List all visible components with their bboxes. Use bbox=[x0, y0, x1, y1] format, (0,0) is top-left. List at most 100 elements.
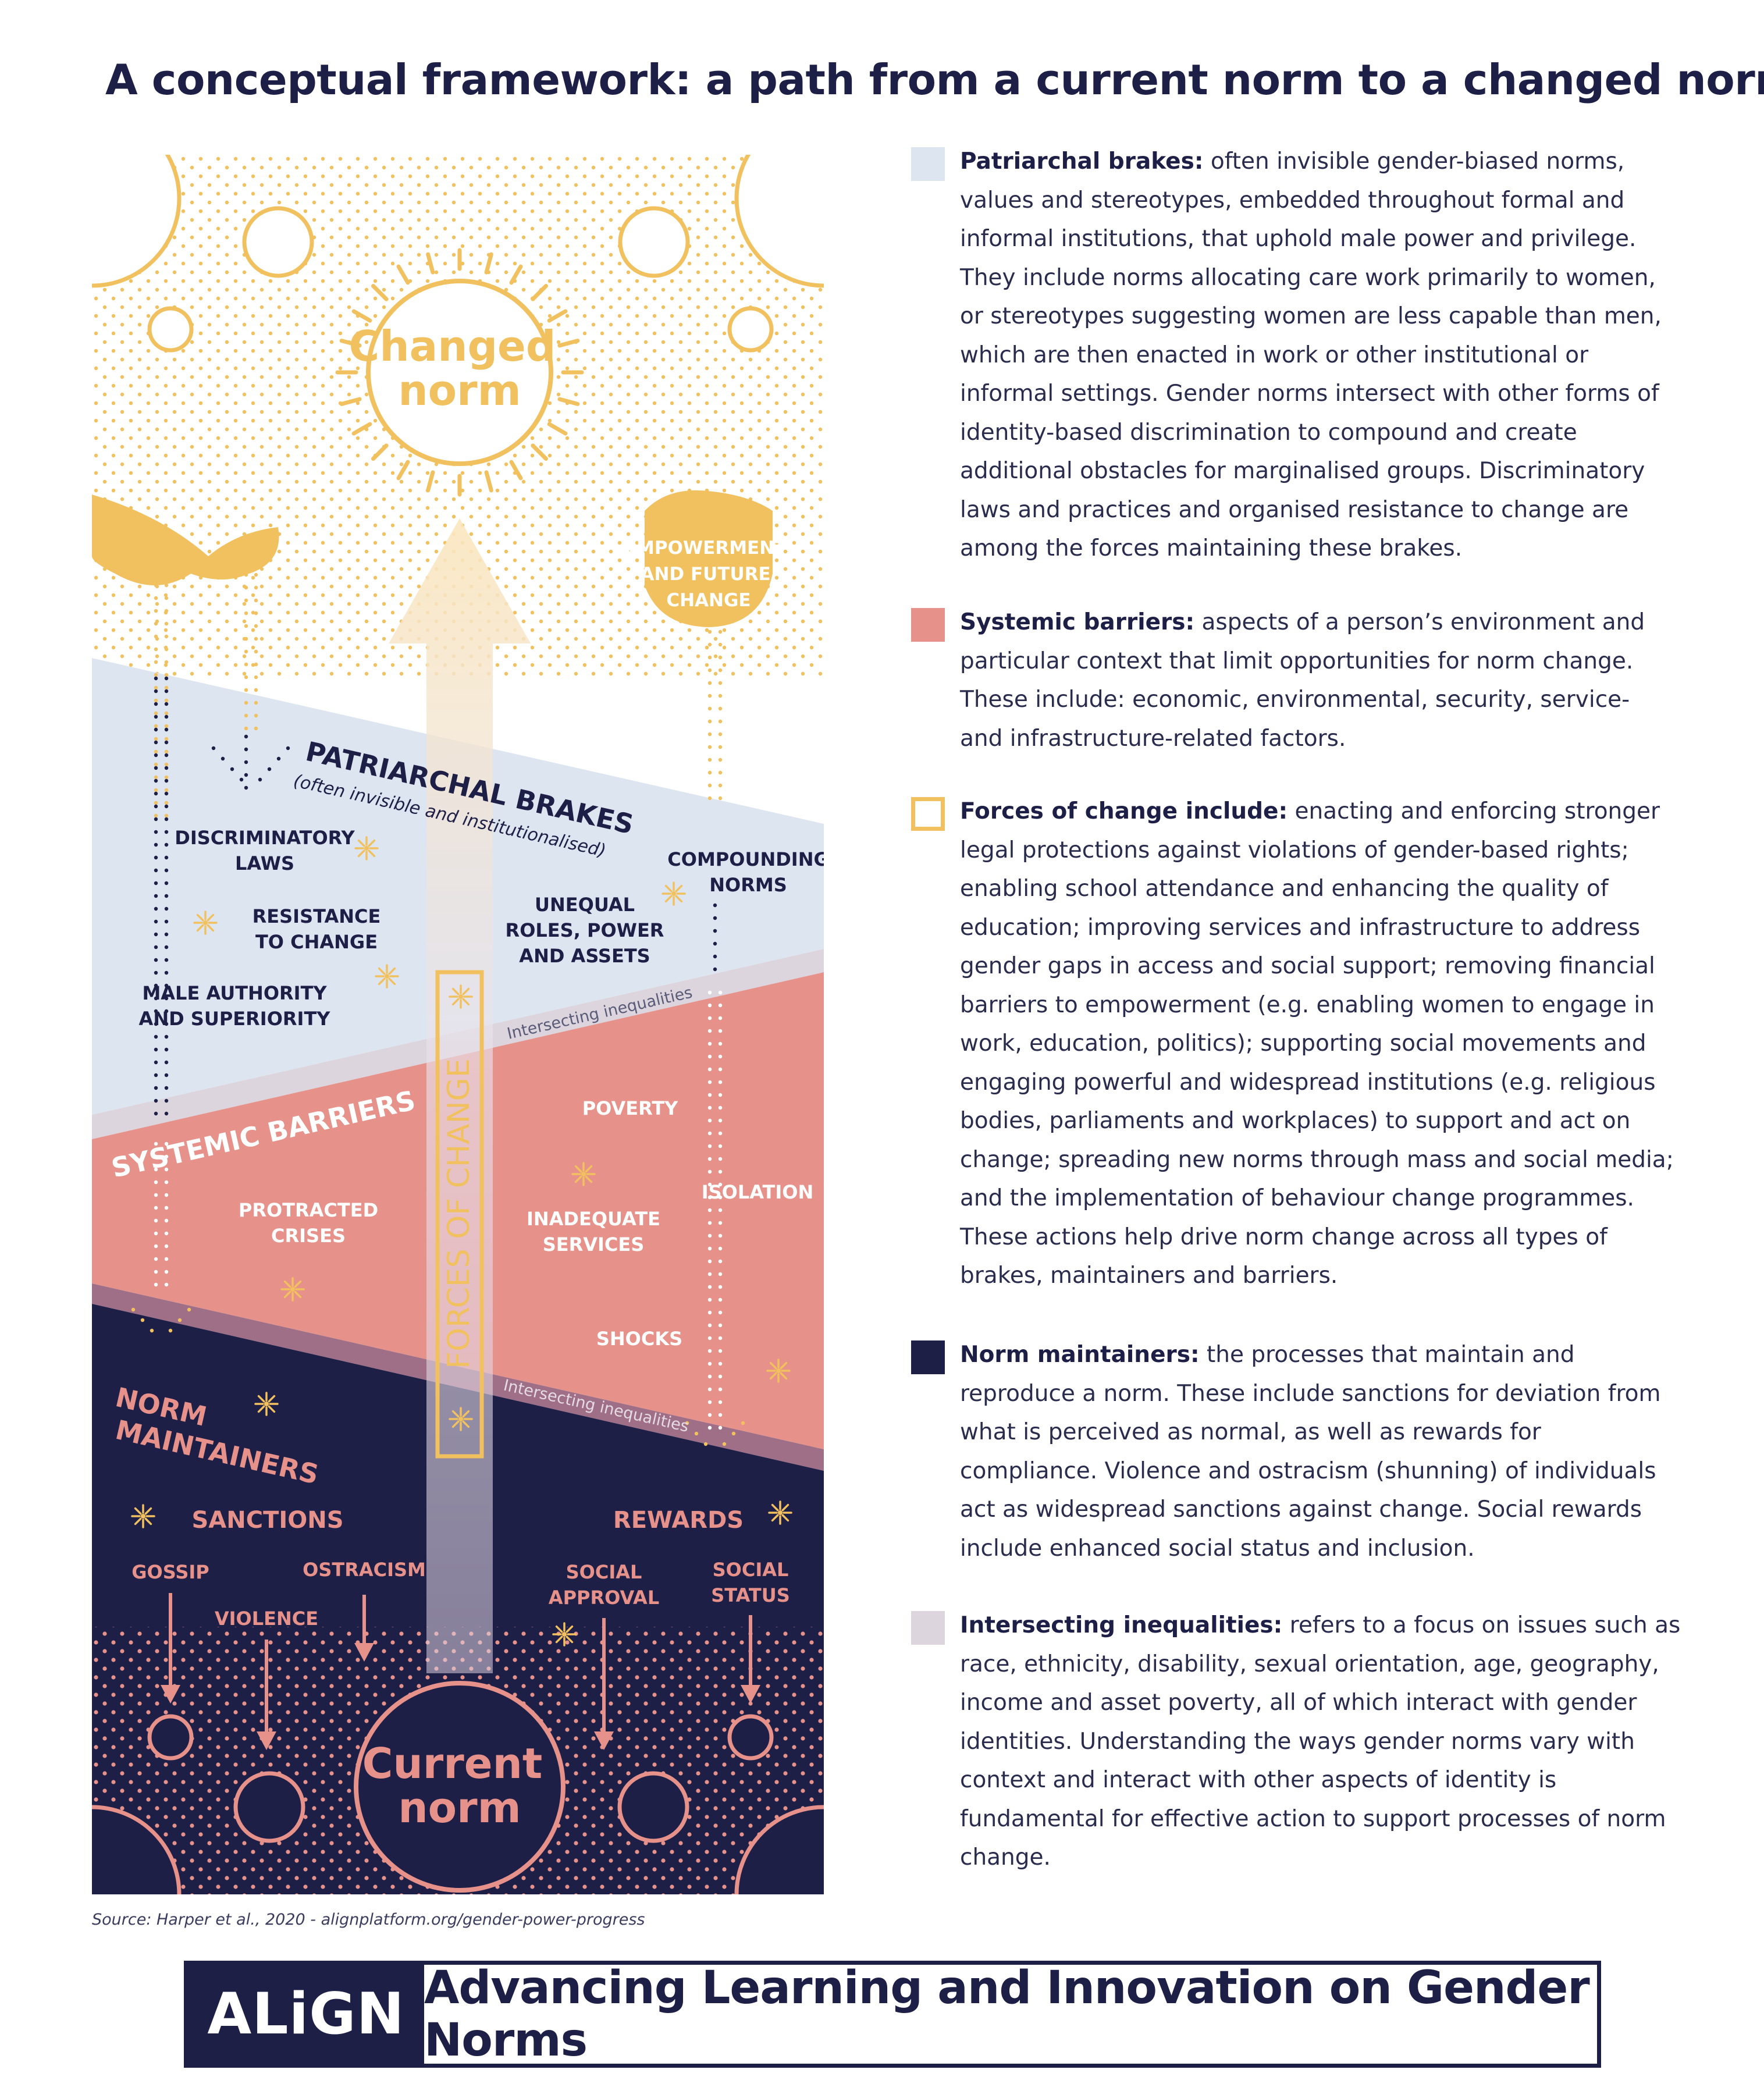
path-dot bbox=[154, 647, 158, 652]
sun-ray bbox=[531, 284, 548, 301]
path-dot bbox=[707, 1349, 712, 1353]
path-dot bbox=[154, 1218, 158, 1223]
sun-ray bbox=[396, 460, 410, 481]
gold-cloud-left bbox=[92, 495, 279, 585]
legend-line: brakes, maintainers and barriers. bbox=[960, 1263, 1338, 1289]
sun-ray bbox=[509, 264, 523, 285]
path-dot bbox=[718, 1054, 723, 1059]
path-dot bbox=[254, 700, 258, 705]
path-dot bbox=[707, 1016, 712, 1020]
legend-line: work, education, politics); supporting s… bbox=[960, 1030, 1646, 1057]
path-dot bbox=[718, 1400, 723, 1404]
path-dot bbox=[164, 1060, 169, 1065]
path-dot bbox=[718, 1246, 723, 1251]
poverty-label: POVERTY bbox=[582, 1097, 678, 1119]
path-dot bbox=[722, 1442, 727, 1446]
path-dot bbox=[276, 756, 281, 761]
sun-corner-left bbox=[92, 155, 182, 288]
legend-term: Intersecting inequalities: bbox=[960, 1612, 1283, 1638]
path-dot bbox=[718, 1003, 723, 1008]
path-dot bbox=[164, 970, 169, 975]
path-dot bbox=[154, 1047, 158, 1052]
sparkles bbox=[131, 836, 792, 1647]
path-dot bbox=[164, 698, 169, 703]
legend-line: gender gaps in access and social support… bbox=[960, 953, 1655, 979]
legend-line: They include norms allocating care work … bbox=[960, 264, 1656, 291]
changed-norm-label: Changed norm bbox=[349, 322, 571, 415]
sun-ray bbox=[426, 252, 435, 275]
path-dot bbox=[154, 778, 158, 783]
path-dot bbox=[164, 775, 169, 780]
legend-line: fundamental for effective action to supp… bbox=[960, 1805, 1666, 1832]
path-dot bbox=[244, 760, 248, 764]
path-dot bbox=[164, 842, 169, 847]
path-dot bbox=[164, 1257, 169, 1261]
path-dot bbox=[154, 894, 158, 898]
sparkle-icon bbox=[662, 881, 686, 906]
path-dot bbox=[154, 1142, 158, 1146]
sparkle-icon bbox=[552, 1622, 577, 1647]
current-norm-circle bbox=[354, 1681, 566, 1893]
path-dot bbox=[707, 1157, 712, 1161]
sparkle-icon bbox=[193, 911, 218, 935]
path-dot bbox=[254, 726, 258, 731]
path-dot bbox=[154, 1022, 158, 1026]
path-dot bbox=[707, 1297, 712, 1302]
path-dot bbox=[154, 1231, 158, 1236]
path-dot bbox=[164, 676, 169, 681]
path-dot bbox=[154, 737, 158, 741]
legend-line: identities. Understanding the ways gende… bbox=[960, 1728, 1635, 1755]
path-dot bbox=[718, 745, 723, 749]
path-dot bbox=[154, 634, 158, 639]
changed-norm-sun bbox=[366, 279, 553, 466]
path-dot bbox=[707, 1425, 712, 1430]
path-dot bbox=[164, 660, 169, 664]
path-dot bbox=[154, 1154, 158, 1159]
path-dot bbox=[154, 1009, 158, 1014]
path-dot bbox=[718, 1374, 723, 1379]
path-dot bbox=[244, 585, 248, 590]
path-dot bbox=[707, 1041, 712, 1046]
path-dot bbox=[254, 624, 258, 628]
path-dot bbox=[164, 1270, 169, 1274]
path-dot bbox=[707, 1054, 712, 1059]
sanctions-label: SANCTIONS bbox=[191, 1507, 343, 1534]
legend-line: informal institutions, that uphold male … bbox=[960, 226, 1637, 252]
path-dot bbox=[703, 1442, 708, 1446]
path-dot bbox=[154, 609, 158, 613]
path-dot bbox=[244, 649, 248, 654]
path-dot bbox=[707, 1029, 712, 1033]
path-dot bbox=[718, 1221, 723, 1225]
path-dot bbox=[267, 767, 272, 771]
sun-ray bbox=[547, 422, 568, 436]
path-dot bbox=[707, 1118, 712, 1123]
path-dot bbox=[244, 675, 248, 680]
legend-item: Systemic barriers: aspects of a person’s… bbox=[911, 603, 1691, 758]
path-dot bbox=[164, 906, 169, 911]
path-dot bbox=[164, 727, 169, 732]
path-dot bbox=[718, 668, 723, 673]
path-dot bbox=[694, 1431, 699, 1436]
sun-ray bbox=[339, 397, 362, 406]
path-dot bbox=[154, 596, 158, 600]
path-dot bbox=[707, 1336, 712, 1340]
legend-line: bodies, parliaments and workplaces) to s… bbox=[960, 1108, 1631, 1134]
path-dot bbox=[718, 1259, 723, 1264]
align-logo: ALiGN bbox=[188, 1965, 424, 2064]
path-dot bbox=[164, 868, 169, 873]
path-dot bbox=[718, 770, 723, 775]
path-dot bbox=[707, 668, 712, 673]
shocks-label: SHOCKS bbox=[596, 1328, 682, 1350]
path-dot bbox=[154, 842, 158, 847]
sun-rays bbox=[335, 248, 584, 497]
legend-line: and infrastructure-related factors. bbox=[960, 725, 1346, 752]
path-dot bbox=[244, 636, 248, 641]
legend-line: which are then enacted in work or other … bbox=[960, 342, 1589, 368]
path-dot bbox=[254, 675, 258, 680]
path-dot bbox=[718, 1285, 723, 1289]
path-dot bbox=[718, 1297, 723, 1302]
path-dot bbox=[154, 958, 158, 962]
